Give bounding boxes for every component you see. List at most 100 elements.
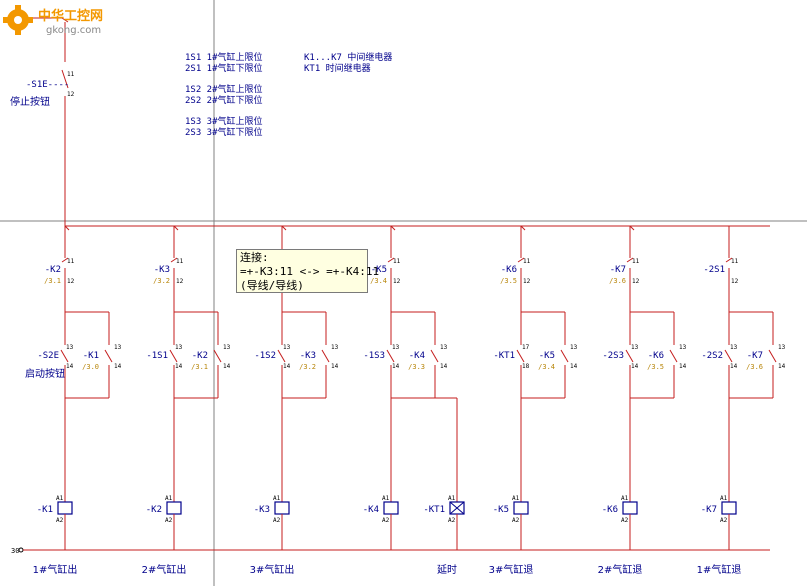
- relay-coil: [383, 501, 399, 515]
- coil-tag: -KT1: [423, 505, 445, 515]
- no-switch-tag: -S2E: [37, 351, 59, 361]
- hold-contact-blade: [104, 349, 113, 363]
- bus-joint: [64, 225, 70, 231]
- relay-coil: [274, 501, 290, 515]
- legend-line: 2S3 3#气缸下限位: [185, 126, 263, 138]
- watermark-cn: 中华工控网: [38, 8, 103, 24]
- legend-line: 1S2 2#气缸上限位: [185, 83, 263, 95]
- coil-tag: -K7: [701, 505, 717, 515]
- relay-coil: [513, 501, 529, 515]
- wire: [61, 17, 69, 23]
- nc-contact-tag: -K5: [371, 265, 387, 275]
- pin-label: 14: [440, 363, 448, 370]
- nc-contact-ref: /3.5: [500, 277, 517, 285]
- pin-label: 13: [331, 344, 339, 351]
- no-switch-blade: [516, 349, 525, 363]
- pin-label: 14: [114, 363, 122, 370]
- hold-contact-tag: -K1: [83, 351, 99, 361]
- hold-contact-ref: /3.6: [746, 363, 763, 371]
- pin-label: A1: [621, 495, 629, 502]
- timer-mark: [449, 501, 465, 515]
- pin-label: 11: [393, 258, 401, 265]
- nc-contact-tag: -2S1: [703, 265, 725, 275]
- gear-icon: [3, 5, 33, 35]
- tooltip-line-3: (导线/导线): [240, 279, 304, 292]
- bus-joint: [629, 225, 635, 231]
- pin-label: 13: [223, 344, 231, 351]
- pin-label: 13: [175, 344, 183, 351]
- pin-label: 13: [392, 344, 400, 351]
- pin-label: A1: [382, 495, 390, 502]
- gkong-watermark: 中华工控网 gkong.com: [3, 5, 103, 36]
- legend-line: 1S1 1#气缸上限位: [185, 51, 263, 63]
- pin-label: 13: [440, 344, 448, 351]
- legend-right-line: KT1 时间继电器: [304, 62, 371, 74]
- pin-label: A1: [165, 495, 173, 502]
- pin-label: A2: [448, 517, 456, 524]
- terminal-bottom: [18, 547, 24, 553]
- hold-contact-ref: /3.5: [647, 363, 664, 371]
- nc-contact-ref: /3.2: [153, 277, 170, 285]
- nc-contact-tag: -K3: [154, 265, 170, 275]
- no-switch-tag: -1S2: [254, 351, 276, 361]
- no-switch-tag: -2S3: [602, 351, 624, 361]
- pin-label: 14: [679, 363, 687, 370]
- nc-contact-tag: -K6: [501, 265, 517, 275]
- coil-description: 2#气缸退: [598, 563, 643, 576]
- no-switch-tag: -KT1: [493, 351, 515, 361]
- hold-contact-tag: -K2: [192, 351, 208, 361]
- legend-line: 2S2 2#气缸下限位: [185, 94, 263, 106]
- pin-label: A2: [273, 517, 281, 524]
- nc-contact-blade: [61, 257, 69, 263]
- coil-description: 2#气缸出: [142, 563, 187, 576]
- pin-label: 14: [175, 363, 183, 370]
- pin-label: 11: [731, 258, 739, 265]
- pin-label: 11: [67, 258, 75, 265]
- nc-contact-tag: -K2: [45, 265, 61, 275]
- bus-joint: [173, 225, 179, 231]
- no-switch-blade: [169, 349, 178, 363]
- pin-label: 14: [730, 363, 738, 370]
- relay-coil: [721, 501, 737, 515]
- hold-contact-ref: /3.3: [408, 363, 425, 371]
- legend-line: 2S1 1#气缸下限位: [185, 62, 263, 74]
- hold-contact-blade: [669, 349, 678, 363]
- pin-label: 13: [570, 344, 578, 351]
- no-switch-blade: [724, 349, 733, 363]
- pin-label: A2: [56, 517, 64, 524]
- power-label-bottom: 30: [11, 547, 19, 555]
- hold-contact-blade: [768, 349, 777, 363]
- pin-label: 12: [67, 278, 75, 285]
- pin-label: 13: [778, 344, 786, 351]
- pin-label: A1: [448, 495, 456, 502]
- nc-contact-blade: [170, 257, 178, 263]
- relay-coil: [166, 501, 182, 515]
- pin-label: 13: [730, 344, 738, 351]
- legend-line: 1S3 3#气缸上限位: [185, 115, 263, 127]
- coil-description: 1#气缸退: [697, 563, 742, 576]
- no-switch-tag: -2S2: [701, 351, 723, 361]
- relay-coil: [57, 501, 73, 515]
- pin-label: 14: [570, 363, 578, 370]
- pin-label: A2: [720, 517, 728, 524]
- pin-label: 18: [522, 363, 530, 370]
- pin-label: 12: [176, 278, 184, 285]
- coil-tag: -K6: [602, 505, 618, 515]
- nc-contact-blade: [626, 257, 634, 263]
- pin-label: 12: [731, 278, 739, 285]
- pin-label: 14: [66, 363, 74, 370]
- pin-label: A1: [720, 495, 728, 502]
- watermark-url: gkong.com: [46, 25, 101, 36]
- nc-contact-blade: [517, 257, 525, 263]
- pin-label: 11: [176, 258, 184, 265]
- no-switch-blade: [277, 349, 286, 363]
- no-switch-tag: -1S1: [146, 351, 168, 361]
- pin-label: A1: [273, 495, 281, 502]
- pin-label: 12: [523, 278, 531, 285]
- pin-label: A2: [621, 517, 629, 524]
- connection-tooltip: 连接: =+-K3:11 <-> =+-K4:11 (导线/导线): [236, 249, 379, 293]
- hold-contact-ref: /3.2: [299, 363, 316, 371]
- hold-contact-ref: /3.4: [538, 363, 555, 371]
